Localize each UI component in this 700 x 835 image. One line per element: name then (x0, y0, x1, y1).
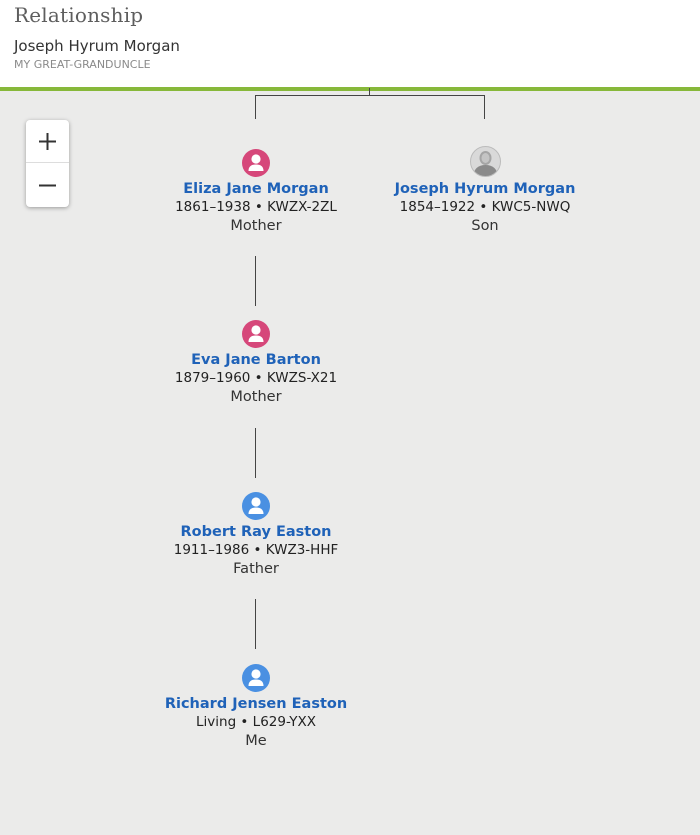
male-avatar-icon (242, 492, 270, 520)
female-avatar-icon (242, 149, 270, 177)
person-relation: Mother (230, 389, 282, 405)
zoom-control (26, 120, 69, 207)
person-name[interactable]: Joseph Hyrum Morgan (394, 181, 576, 197)
person-name[interactable]: Richard Jensen Easton (164, 696, 348, 712)
person-card-eva[interactable]: Eva Jane Barton 1879–1960 • KWZS-X21 Mot… (136, 320, 376, 405)
relationship-label: MY GREAT-GRANDUNCLE (14, 58, 151, 71)
person-card-joseph[interactable]: Joseph Hyrum Morgan 1854–1922 • KWC5-NWQ… (365, 146, 605, 234)
person-info: 1861–1938 • KWZX-2ZL (175, 199, 337, 215)
connector-line (255, 599, 256, 649)
male-avatar-icon (242, 664, 270, 692)
female-avatar-icon (242, 320, 270, 348)
person-info: 1854–1922 • KWC5-NWQ (399, 199, 571, 215)
zoom-out-button[interactable] (26, 164, 69, 207)
connector-line (255, 95, 485, 96)
person-relation: Father (233, 561, 279, 577)
person-name[interactable]: Eliza Jane Morgan (183, 181, 329, 197)
person-relation: Son (471, 218, 499, 234)
connector-line (255, 256, 256, 306)
plus-icon (39, 133, 56, 150)
accent-bar (0, 87, 700, 91)
related-person-name[interactable]: Joseph Hyrum Morgan (14, 37, 180, 55)
person-relation: Mother (230, 218, 282, 234)
person-card-eliza[interactable]: Eliza Jane Morgan 1861–1938 • KWZX-2ZL M… (136, 149, 376, 234)
person-name[interactable]: Robert Ray Easton (180, 524, 332, 540)
minus-icon (39, 184, 56, 187)
person-info: 1911–1986 • KWZ3-HHF (173, 542, 339, 558)
person-relation: Me (245, 733, 267, 749)
person-info: Living • L629-YXX (196, 714, 316, 730)
person-card-robert[interactable]: Robert Ray Easton 1911–1986 • KWZ3-HHF F… (136, 492, 376, 577)
person-name[interactable]: Eva Jane Barton (191, 352, 321, 368)
page-title: Relationship (14, 3, 144, 27)
connector-line (369, 88, 370, 96)
relationship-header: Relationship Joseph Hyrum Morgan MY GREA… (0, 0, 700, 91)
connector-line (255, 428, 256, 478)
connector-line (484, 95, 485, 119)
person-photo-icon (469, 146, 501, 177)
person-info: 1879–1960 • KWZS-X21 (174, 370, 338, 386)
zoom-in-button[interactable] (26, 120, 69, 163)
connector-line (255, 95, 256, 119)
person-card-richard[interactable]: Richard Jensen Easton Living • L629-YXX … (136, 664, 376, 749)
